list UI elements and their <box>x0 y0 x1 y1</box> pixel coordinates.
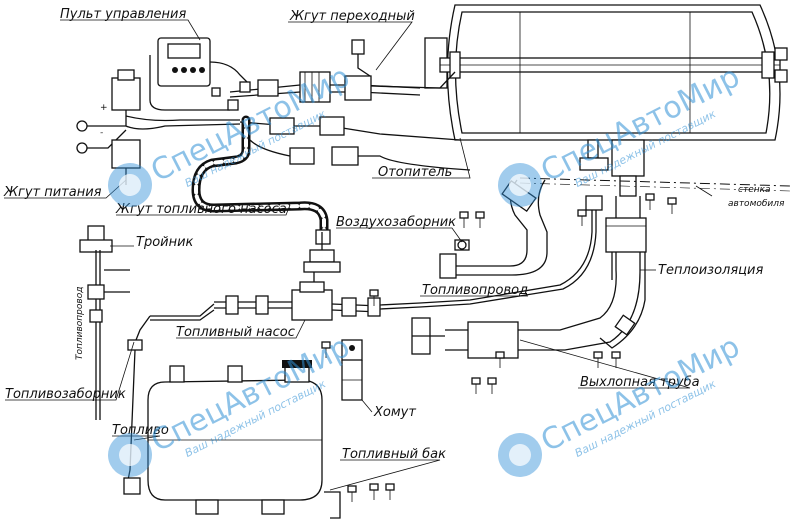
control-panel <box>149 37 251 111</box>
heater-unit <box>424 4 788 197</box>
fuel-pump <box>214 232 381 321</box>
label-insulation: Теплоизоляция <box>658 263 763 278</box>
label-power-harness: Жгут питания <box>3 185 102 200</box>
fuel-pump-harness <box>191 115 331 245</box>
label-clamp: Хомут <box>373 405 416 420</box>
label-exhaust: Выхлопная труба <box>580 375 700 390</box>
leader-lines <box>4 19 713 491</box>
label-vehicle-wall-2: автомобиля <box>728 199 785 209</box>
vehicle-wall <box>519 177 791 192</box>
label-control-panel: Пульт управления <box>60 7 186 22</box>
label-fuel-intake: Топливозаборник <box>5 387 126 402</box>
label-fuel-pump: Топливный насос <box>176 325 295 340</box>
power-harness: + - <box>76 69 471 185</box>
svg-text:-: - <box>100 128 103 138</box>
label-fuel-tank: Топливный бак <box>342 447 446 462</box>
fuel-line <box>379 195 603 310</box>
label-pump-harness: Жгут топливного насоса <box>115 202 287 217</box>
label-tee: Тройник <box>136 235 194 250</box>
labels: Пульт управления Жгут переходный Отопите… <box>3 7 785 462</box>
tee-assembly <box>79 225 215 495</box>
fuel-tank <box>147 360 341 519</box>
adapter-harness <box>211 39 456 111</box>
label-fuel-pipe-vertical: Топливопровод <box>75 287 85 360</box>
label-vehicle-wall-1: стенка <box>738 185 771 195</box>
exhaust-pipe <box>411 196 647 359</box>
label-heater: Отопитель <box>378 165 452 180</box>
label-air-intake: Воздухозаборник <box>336 215 456 230</box>
fasteners <box>321 193 677 502</box>
svg-text:+: + <box>100 103 108 113</box>
label-adapter-harness: Жгут переходный <box>289 9 415 24</box>
watermark-brand-4: СпецАвтоМир <box>535 329 745 459</box>
watermark-2: СпецАвтоМир Ваш надежный поставщик <box>498 59 745 207</box>
label-fuel: Топливо <box>112 423 169 438</box>
label-fuel-line: Топливопровод <box>422 283 528 298</box>
clamp <box>341 339 363 401</box>
